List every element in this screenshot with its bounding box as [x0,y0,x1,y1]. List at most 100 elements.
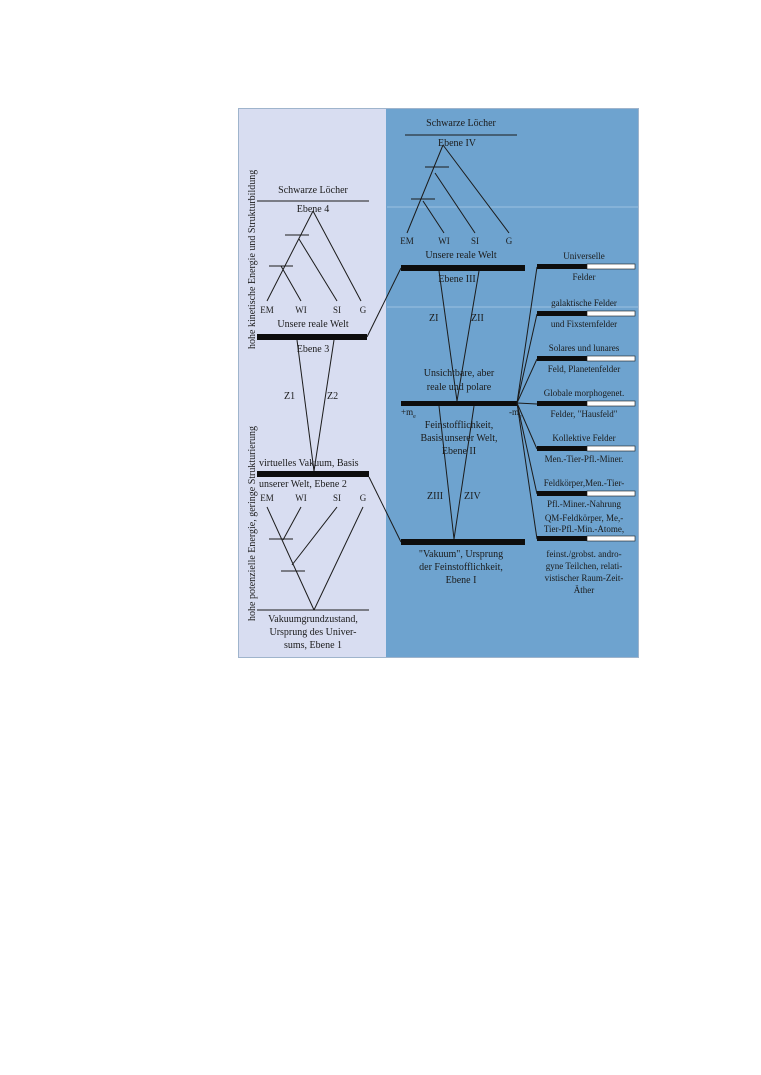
bottom-note-line1: feinst./grobst. andro- [546,549,622,559]
left-z1-label: Z1 [284,391,296,402]
middle-vacuum-line3: Ebene I [445,575,477,586]
field-connector-6 [516,402,538,495]
right-panel [386,109,638,657]
middle-plus-m-text: +m [401,407,414,417]
field-bar-6 [537,490,636,497]
middle-force-wi: WI [438,236,450,246]
middle-ziii-label: ZIII [427,491,444,502]
middle-fine-line1: Feinstofflichkeit, [424,420,494,431]
field-bar-4 [537,400,636,407]
field-5-line2: Men.-Tier-Pfl.-Miner. [544,454,624,464]
middle-invisible-line2: reale und polare [426,382,492,393]
band-separators [387,206,638,308]
field-bar-7 [537,535,636,542]
middle-fine-line3: Ebene II [441,446,477,457]
left-transitions [296,339,335,472]
field-1-line2: Felder [572,272,596,282]
middle-minus-m: -me [509,407,522,420]
bottom-note-line3: vistischer Raum-Zeit- [544,573,624,583]
bottom-note-line4: Äther [573,585,595,595]
bottom-note-line2: gyne Teilchen, relati- [545,561,623,571]
middle-zii-line [456,270,480,402]
axis-upper-label: hohe kinetische Energie und Strukturbild… [247,169,258,349]
field-bars [537,263,636,542]
field-connectors [516,266,538,540]
middle-black-holes-label: Schwarze Löcher [426,118,496,129]
field-6-line2: Pfl.-Miner.-Nahrung [547,499,621,509]
middle-tree-em [406,144,444,234]
left-tree-g [312,210,362,302]
field-5-line1: Kollektive Felder [552,433,616,443]
left-ground-line3: sums, Ebene 1 [283,640,343,651]
left-force-si: SI [332,305,342,315]
left-lower-force-si: SI [332,493,342,503]
left-force-g: G [359,305,367,315]
middle-invisible-line1: Unsichtbare, aber [423,368,495,379]
field-bar-1 [537,263,636,270]
middle-zii-label: ZII [471,313,484,324]
left-black-holes-label: Schwarze Löcher [278,185,348,196]
field-connector-7 [516,402,538,540]
field-4-line1: Globale morphogenet. [543,388,625,398]
left-vacuum-line1: virtuelles Vakuum, Basis [259,458,359,469]
field-2-line1: galaktische Felder [551,298,617,308]
field-6-line1: Feldkörper,Men.-Tier- [543,478,625,488]
middle-tree-g [442,144,510,234]
middle-tree-wi [422,200,445,234]
middle-upper-transitions [438,270,480,402]
left-real-world-bar [257,334,367,340]
middle-real-world-label: Unsere reale Welt [425,250,497,261]
left-lower-g [313,506,364,611]
middle-lower-transitions [438,405,475,540]
field-7-line2: Tier-Pfl.-Min.-Atome, [543,524,625,534]
middle-ziv-label: ZIV [464,491,481,502]
middle-force-em: EM [400,236,414,246]
left-lower-force-wi: WI [295,493,307,503]
middle-ziv-line [453,405,475,540]
middle-vacuum-bar [401,539,525,545]
field-connector-3 [516,358,538,404]
left-lower-force-g: G [359,493,367,503]
middle-fine-line2: Basis unserer Welt, [420,433,498,444]
left-z1-line [296,339,315,472]
left-level3-label: Ebene 3 [296,344,330,355]
left-lower-em [266,506,315,611]
left-lower-tree [257,506,369,611]
cross-connectors [366,267,402,543]
field-2-line2: und Fixsternfelder [550,319,618,329]
field-bar-5 [537,445,636,452]
middle-force-si: SI [470,236,480,246]
left-tree-si [298,238,338,302]
connector-vacuum [368,476,402,543]
middle-plus-m: +me [401,407,416,420]
diagram-lines [257,134,638,611]
middle-tree-si [434,172,476,234]
field-connector-4 [516,402,538,405]
middle-invisible-bar [401,401,517,406]
left-z2-label: Z2 [327,391,339,402]
field-3-line1: Solares und lunares [548,343,620,353]
middle-ziii-line [438,405,455,540]
middle-minus-m-text: -m [509,407,519,417]
left-real-world-label: Unsere reale Welt [277,319,349,330]
field-bar-3 [537,355,636,362]
field-4-line2: Felder, "Hausfeld" [550,409,618,419]
left-force-em: EM [260,305,274,315]
left-vacuum-bar [257,471,369,477]
field-3-line2: Feld, Planetenfelder [547,364,621,374]
left-lower-si [291,506,338,566]
left-force-wi: WI [295,305,307,315]
left-level4-label: Ebene 4 [296,204,330,215]
left-panel [239,109,386,657]
field-connector-1 [516,266,538,404]
field-connector-5 [516,402,538,450]
field-bar-2 [537,310,636,317]
middle-vacuum-line2: der Feinstofflichkeit, [419,562,503,573]
left-ground-line1: Vakuumgrundzustand, [268,614,358,625]
axis-lower-label: hohe potenzielle Energie, geringe Strukt… [247,425,258,621]
middle-zi-label: ZI [429,313,439,324]
left-tree-wi [280,265,302,302]
left-ground-line2: Ursprung des Univer- [269,627,357,638]
middle-vacuum-line1: "Vakuum", Ursprung [418,549,504,560]
middle-level3-label: Ebene III [438,274,476,285]
